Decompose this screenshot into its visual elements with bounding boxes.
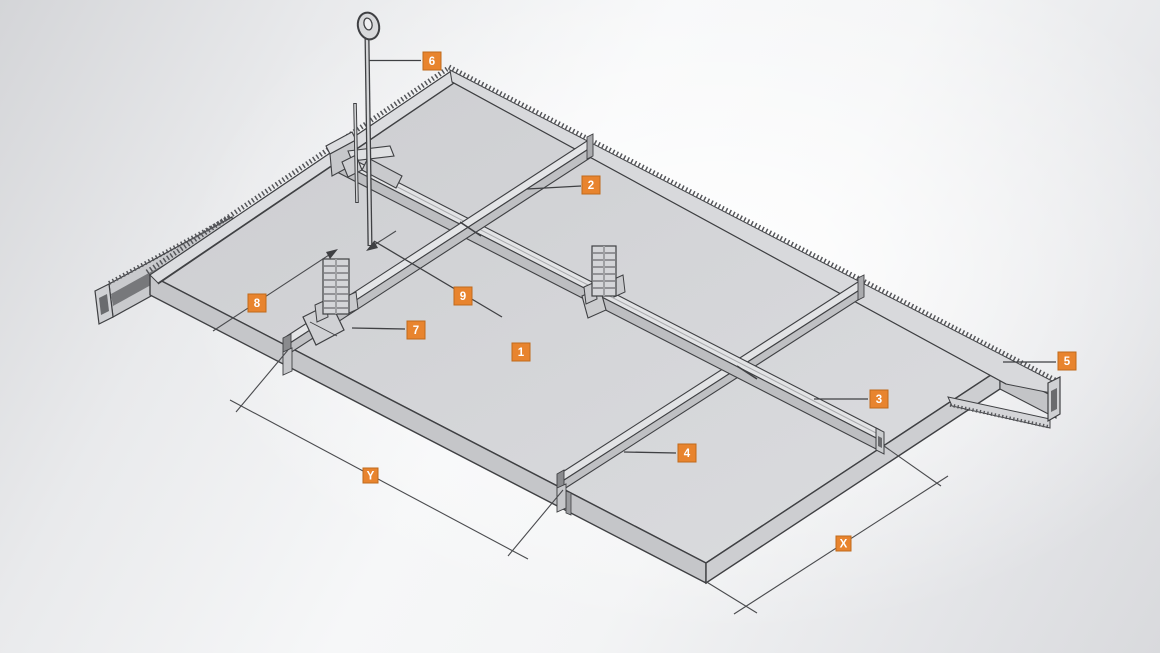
callout-4: 4 [677,443,697,463]
furring-channel-4 [556,274,865,513]
callout-2: 2 [581,175,601,195]
svg-text:1: 1 [518,347,525,359]
board-joint [565,490,572,516]
hanger-rod-assembly [325,11,403,247]
dim-label-x: X [835,535,852,552]
dimension-8 [212,230,397,332]
nonius-hanger-2 [581,245,626,319]
callout-1: 1 [511,342,531,362]
callout-5: 5 [1057,351,1077,371]
perimeter-channel-right [447,64,1061,429]
svg-text:X: X [840,539,848,551]
svg-text:6: 6 [429,56,435,68]
callout-3: 3 [869,389,889,409]
eye-hook-icon [356,11,381,41]
svg-text:4: 4 [684,448,691,460]
svg-text:9: 9 [460,291,466,303]
nonius-hanger-1 [302,258,359,346]
callout-7: 7 [406,320,426,340]
callout-6: 6 [422,51,442,71]
svg-text:2: 2 [588,180,594,192]
callout-9: 9 [453,286,473,306]
dim-label-y: Y [362,467,379,484]
svg-text:8: 8 [254,298,261,310]
svg-text:Y: Y [367,471,375,483]
svg-text:3: 3 [876,394,882,406]
callout-8: 8 [247,293,267,313]
svg-text:7: 7 [413,325,419,337]
dimension-y [229,349,564,560]
svg-text:5: 5 [1064,356,1071,368]
leader-lines [351,59,1056,454]
